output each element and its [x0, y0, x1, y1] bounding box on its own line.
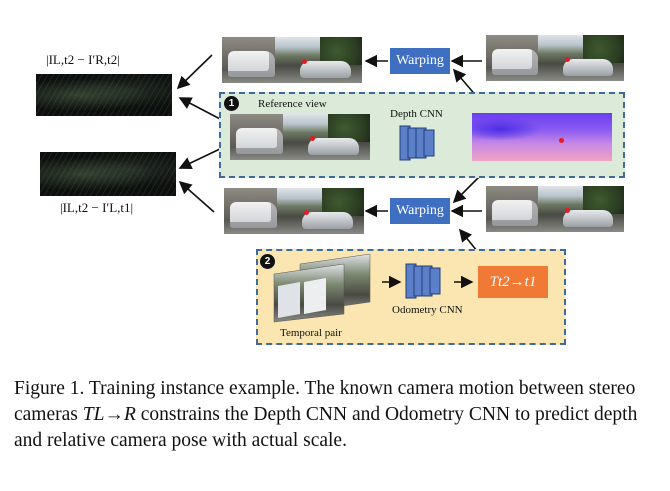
step-badge-2: 2 [260, 254, 275, 269]
diff-image-stereo [36, 74, 172, 116]
arrow-image-to-diff-top [176, 54, 213, 90]
warping-button-bottom: Warping [390, 198, 450, 224]
previous-frame-image [486, 186, 624, 232]
arrow-odometry-to-transform [454, 276, 474, 288]
arrow-image-to-diff-bottom [178, 180, 215, 213]
reference-image [230, 114, 370, 160]
odometry-cnn-icon [405, 263, 441, 299]
warped-image-stereo [222, 37, 362, 83]
step-badge-1: 1 [224, 96, 239, 111]
caption-suffix: constrains the Depth CNN and Odometry CN… [14, 404, 638, 451]
caption-prefix: Figure 1. Training instance example. The… [14, 378, 636, 425]
arrow-ref-to-diff-top [178, 97, 223, 121]
diff-image-temporal [40, 152, 176, 196]
temporal-pair-images [273, 253, 371, 323]
right-stereo-image [486, 35, 624, 81]
reference-view-label: Reference view [258, 98, 327, 110]
diff-top-label: |IL,t2 − I′R,t2| [46, 52, 120, 67]
warped-image-temporal [224, 188, 364, 234]
diff-bottom-label: |IL,t2 − I′L,t1| [60, 200, 134, 215]
odometry-cnn-label: Odometry CNN [392, 304, 463, 316]
depth-cnn-label: Depth CNN [390, 108, 443, 120]
arrow-ref-to-diff-bottom [178, 147, 223, 169]
depth-map-image [472, 113, 612, 161]
warping-button-top: Warping [390, 48, 450, 74]
temporal-pair-label: Temporal pair [280, 327, 342, 339]
transform-output-box: Tt2→t1 [478, 266, 548, 298]
depth-cnn-icon [399, 125, 435, 161]
figure-caption: Figure 1. Training instance example. The… [14, 376, 659, 454]
caption-symbol: TL→R [82, 404, 136, 425]
arrow-pair-to-odometry [382, 276, 402, 288]
